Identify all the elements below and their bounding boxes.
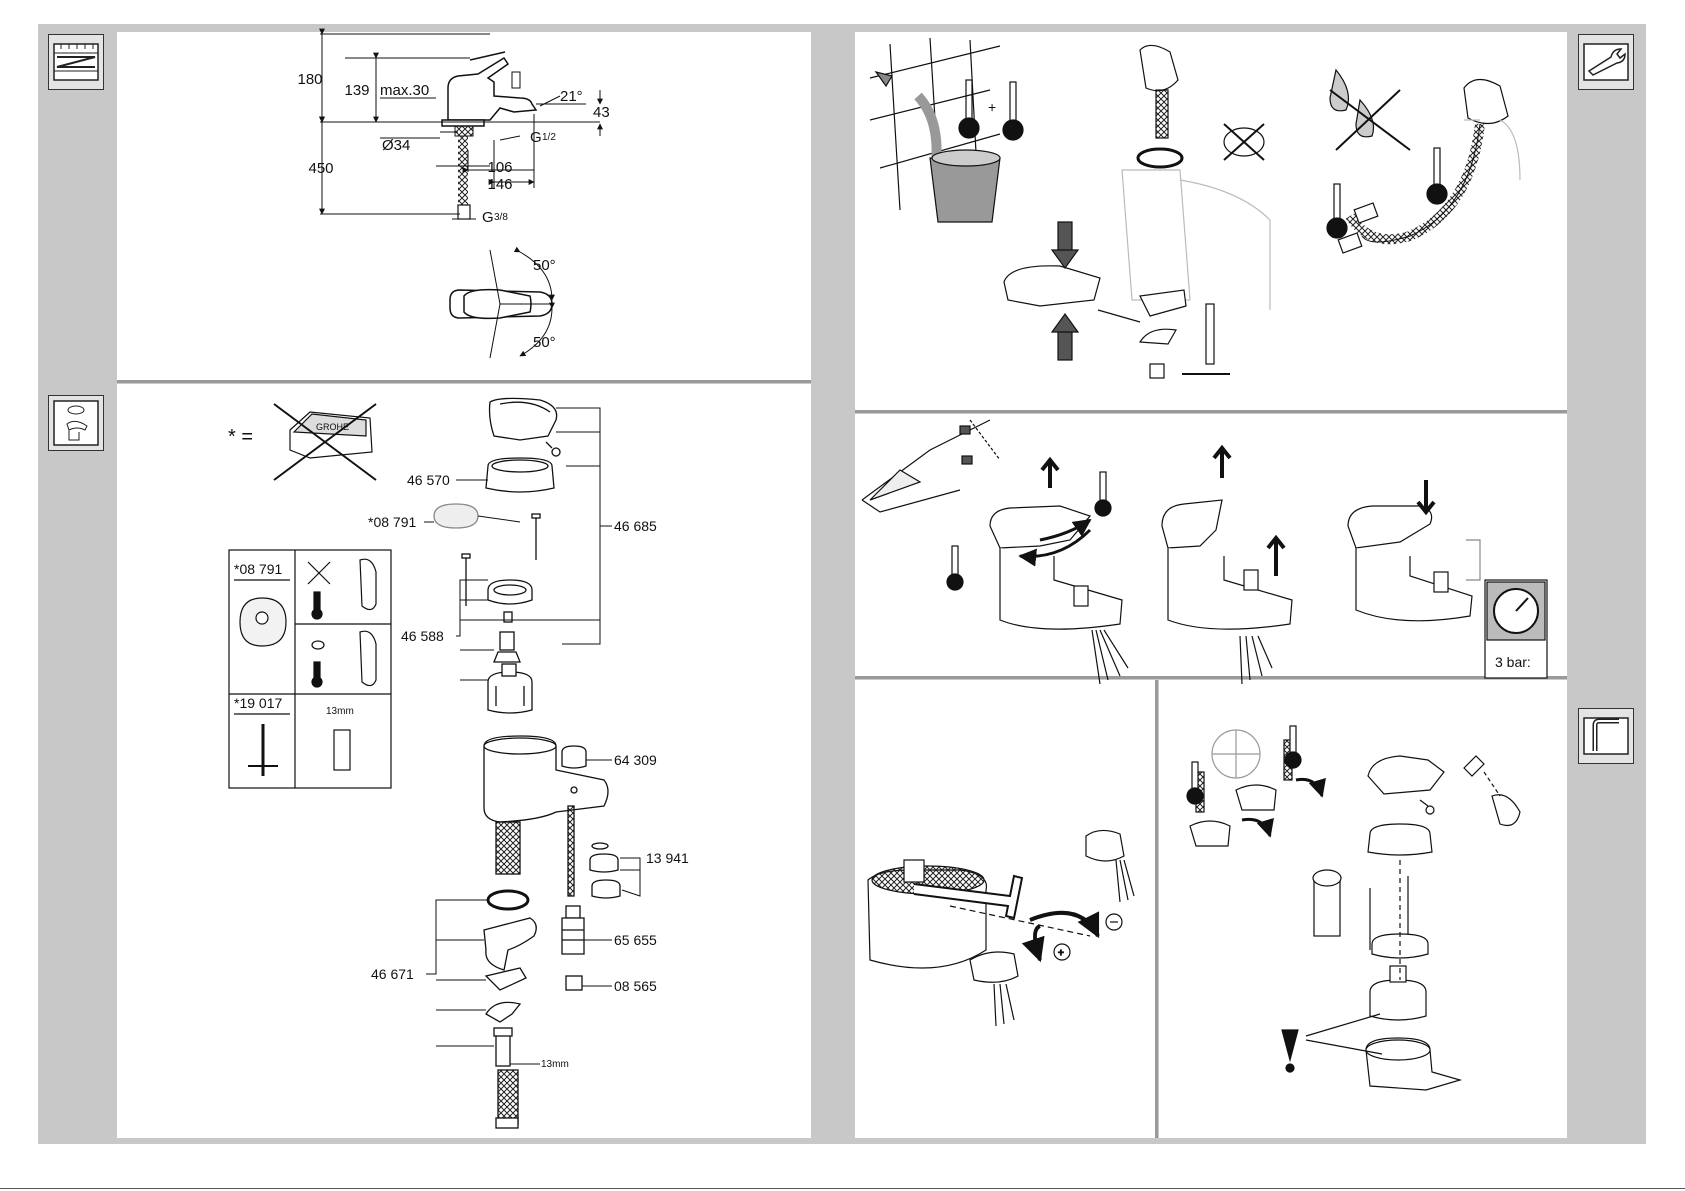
dim-spacing-146: 146 xyxy=(487,176,512,193)
part-65655: 65 655 xyxy=(614,932,657,948)
page-bottom-rule xyxy=(0,1188,1685,1189)
flush-lines-illustration xyxy=(870,38,1023,222)
dim-max-deck: max.30 xyxy=(380,82,429,99)
install-plus: + xyxy=(988,99,996,115)
dim-thread-outlet-frac: 1/2 xyxy=(542,132,556,143)
dim-swivel-bottom: 50° xyxy=(533,334,556,351)
dim-thread-outlet: G xyxy=(530,129,542,146)
dimension-drawing xyxy=(320,34,600,219)
dim-spout-angle: 21° xyxy=(560,88,583,105)
part-46685: 46 685 xyxy=(614,518,657,534)
dim-thread-inlet-frac: 3/8 xyxy=(494,212,508,223)
part-13941: 13 941 xyxy=(646,850,689,866)
part-08565: 08 565 xyxy=(614,978,657,994)
dim-hose-length: 450 xyxy=(308,160,333,177)
dim-spacing-106: 106 xyxy=(487,159,512,176)
size-13mm: 13mm xyxy=(541,1059,569,1070)
asterisk-note: * = xyxy=(228,426,253,448)
part-46588: 46 588 xyxy=(401,628,444,644)
dim-spout-drop: 43 xyxy=(593,104,610,121)
connect-hoses-illustration xyxy=(1327,70,1520,253)
temperature-adjust-illustration: + xyxy=(868,830,1134,1026)
cartridge-replace-illustration xyxy=(1187,726,1520,1090)
dim-swivel-top: 50° xyxy=(533,257,556,274)
dim-height-spout: 139 xyxy=(344,82,369,99)
not-included-box xyxy=(274,404,376,480)
exploded-assembly xyxy=(434,398,620,1128)
part-46671: 46 671 xyxy=(371,966,414,982)
operation-illustration xyxy=(862,420,1547,684)
dim-height-total: 180 xyxy=(297,71,322,88)
dim-thread-inlet: G xyxy=(482,209,494,226)
table-cell-08791: *08 791 xyxy=(234,561,282,577)
pressure-label: 3 bar: xyxy=(1495,654,1531,670)
minus-sign: + xyxy=(1058,948,1064,959)
part-08791: *08 791 xyxy=(368,514,416,530)
table-cell-19017: *19 017 xyxy=(234,695,282,711)
part-46570: 46 570 xyxy=(407,472,450,488)
brand-box-label: GROHE xyxy=(316,422,349,432)
accessory-table xyxy=(229,550,391,788)
part-64309: 64 309 xyxy=(614,752,657,768)
table-cell-13mm: 13mm xyxy=(326,706,354,717)
mounting-illustration xyxy=(1004,45,1270,378)
dim-hole-diameter: Ø34 xyxy=(382,137,410,154)
